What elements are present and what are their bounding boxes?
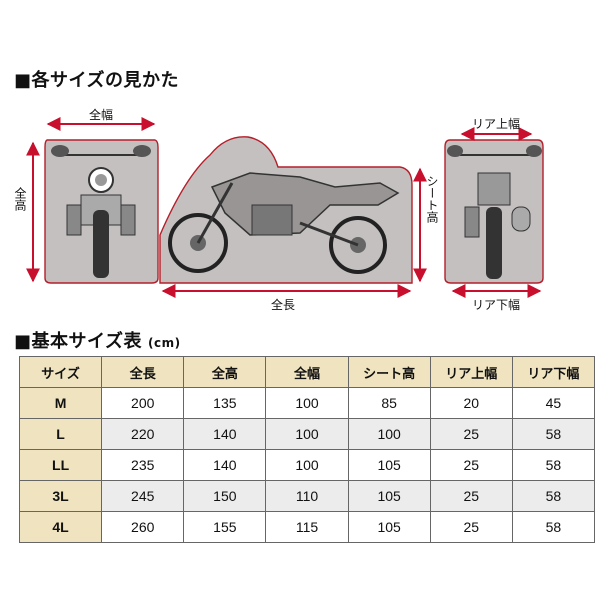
table-header-row: サイズ 全長 全高 全幅 シート高 リア上幅 リア下幅 bbox=[18, 356, 596, 388]
table-cell: 45 bbox=[511, 387, 596, 419]
label-rear-bottom-width: リア下幅 bbox=[472, 297, 520, 312]
label-full-height: 全高 bbox=[13, 186, 27, 212]
row-size-label: 4L bbox=[18, 511, 103, 543]
rear-view-cover bbox=[444, 139, 544, 284]
table-cell: 58 bbox=[511, 449, 596, 481]
size-diagram: 全幅 全高 全長 シート高 リア上幅 リア下幅 bbox=[13, 107, 544, 312]
table-cell: 135 bbox=[183, 387, 267, 419]
table-cell: 58 bbox=[511, 511, 596, 543]
front-view-cover bbox=[44, 139, 159, 284]
table-row: 3L 245 150 110 105 25 58 bbox=[18, 480, 596, 512]
table-cell: 110 bbox=[265, 480, 349, 512]
label-seat-height: シート高 bbox=[425, 175, 439, 224]
table-cell: 58 bbox=[511, 480, 596, 512]
header-width: 全幅 bbox=[265, 356, 349, 388]
table-cell: 20 bbox=[429, 387, 513, 419]
header-rear-top: リア上幅 bbox=[429, 356, 513, 388]
table-cell: 245 bbox=[101, 480, 185, 512]
section-title-size-table: ■基本サイズ表 (cm) bbox=[14, 331, 181, 352]
table-cell: 100 bbox=[347, 418, 431, 450]
table-cell: 25 bbox=[429, 511, 513, 543]
table-cell: 235 bbox=[101, 449, 185, 481]
table-cell: 105 bbox=[347, 449, 431, 481]
label-full-length: 全長 bbox=[271, 297, 295, 312]
table-cell: 260 bbox=[101, 511, 185, 543]
table-cell: 115 bbox=[265, 511, 349, 543]
table-cell: 85 bbox=[347, 387, 431, 419]
table-cell: 100 bbox=[265, 449, 349, 481]
table-cell: 100 bbox=[265, 418, 349, 450]
table-cell: 100 bbox=[265, 387, 349, 419]
table-row: LL 235 140 100 105 25 58 bbox=[18, 449, 596, 481]
table-row: L 220 140 100 100 25 58 bbox=[18, 418, 596, 450]
table-cell: 200 bbox=[101, 387, 185, 419]
label-full-width: 全幅 bbox=[89, 107, 113, 122]
table-row: M 200 135 100 85 20 45 bbox=[18, 387, 596, 419]
table-cell: 155 bbox=[183, 511, 267, 543]
row-size-label: 3L bbox=[18, 480, 103, 512]
table-cell: 150 bbox=[183, 480, 267, 512]
row-size-label: M bbox=[18, 387, 103, 419]
table-cell: 25 bbox=[429, 480, 513, 512]
table-cell: 140 bbox=[183, 418, 267, 450]
table-cell: 140 bbox=[183, 449, 267, 481]
row-size-label: L bbox=[18, 418, 103, 450]
table-cell: 220 bbox=[101, 418, 185, 450]
size-table: サイズ 全長 全高 全幅 シート高 リア上幅 リア下幅 M 200 135 10… bbox=[18, 356, 596, 543]
table-cell: 25 bbox=[429, 418, 513, 450]
label-rear-top-width: リア上幅 bbox=[472, 116, 520, 131]
header-length: 全長 bbox=[101, 356, 185, 388]
table-cell: 58 bbox=[511, 418, 596, 450]
header-seat-height: シート高 bbox=[347, 356, 431, 388]
table-cell: 105 bbox=[347, 511, 431, 543]
row-size-label: LL bbox=[18, 449, 103, 481]
header-size: サイズ bbox=[18, 356, 103, 388]
header-height: 全高 bbox=[183, 356, 267, 388]
header-rear-bottom: リア下幅 bbox=[511, 356, 596, 388]
section-title-size-guide: ■各サイズの見かた bbox=[14, 70, 179, 91]
side-view-cover bbox=[159, 136, 413, 284]
table-row: 4L 260 155 115 105 25 58 bbox=[18, 511, 596, 543]
table-cell: 105 bbox=[347, 480, 431, 512]
table-cell: 25 bbox=[429, 449, 513, 481]
